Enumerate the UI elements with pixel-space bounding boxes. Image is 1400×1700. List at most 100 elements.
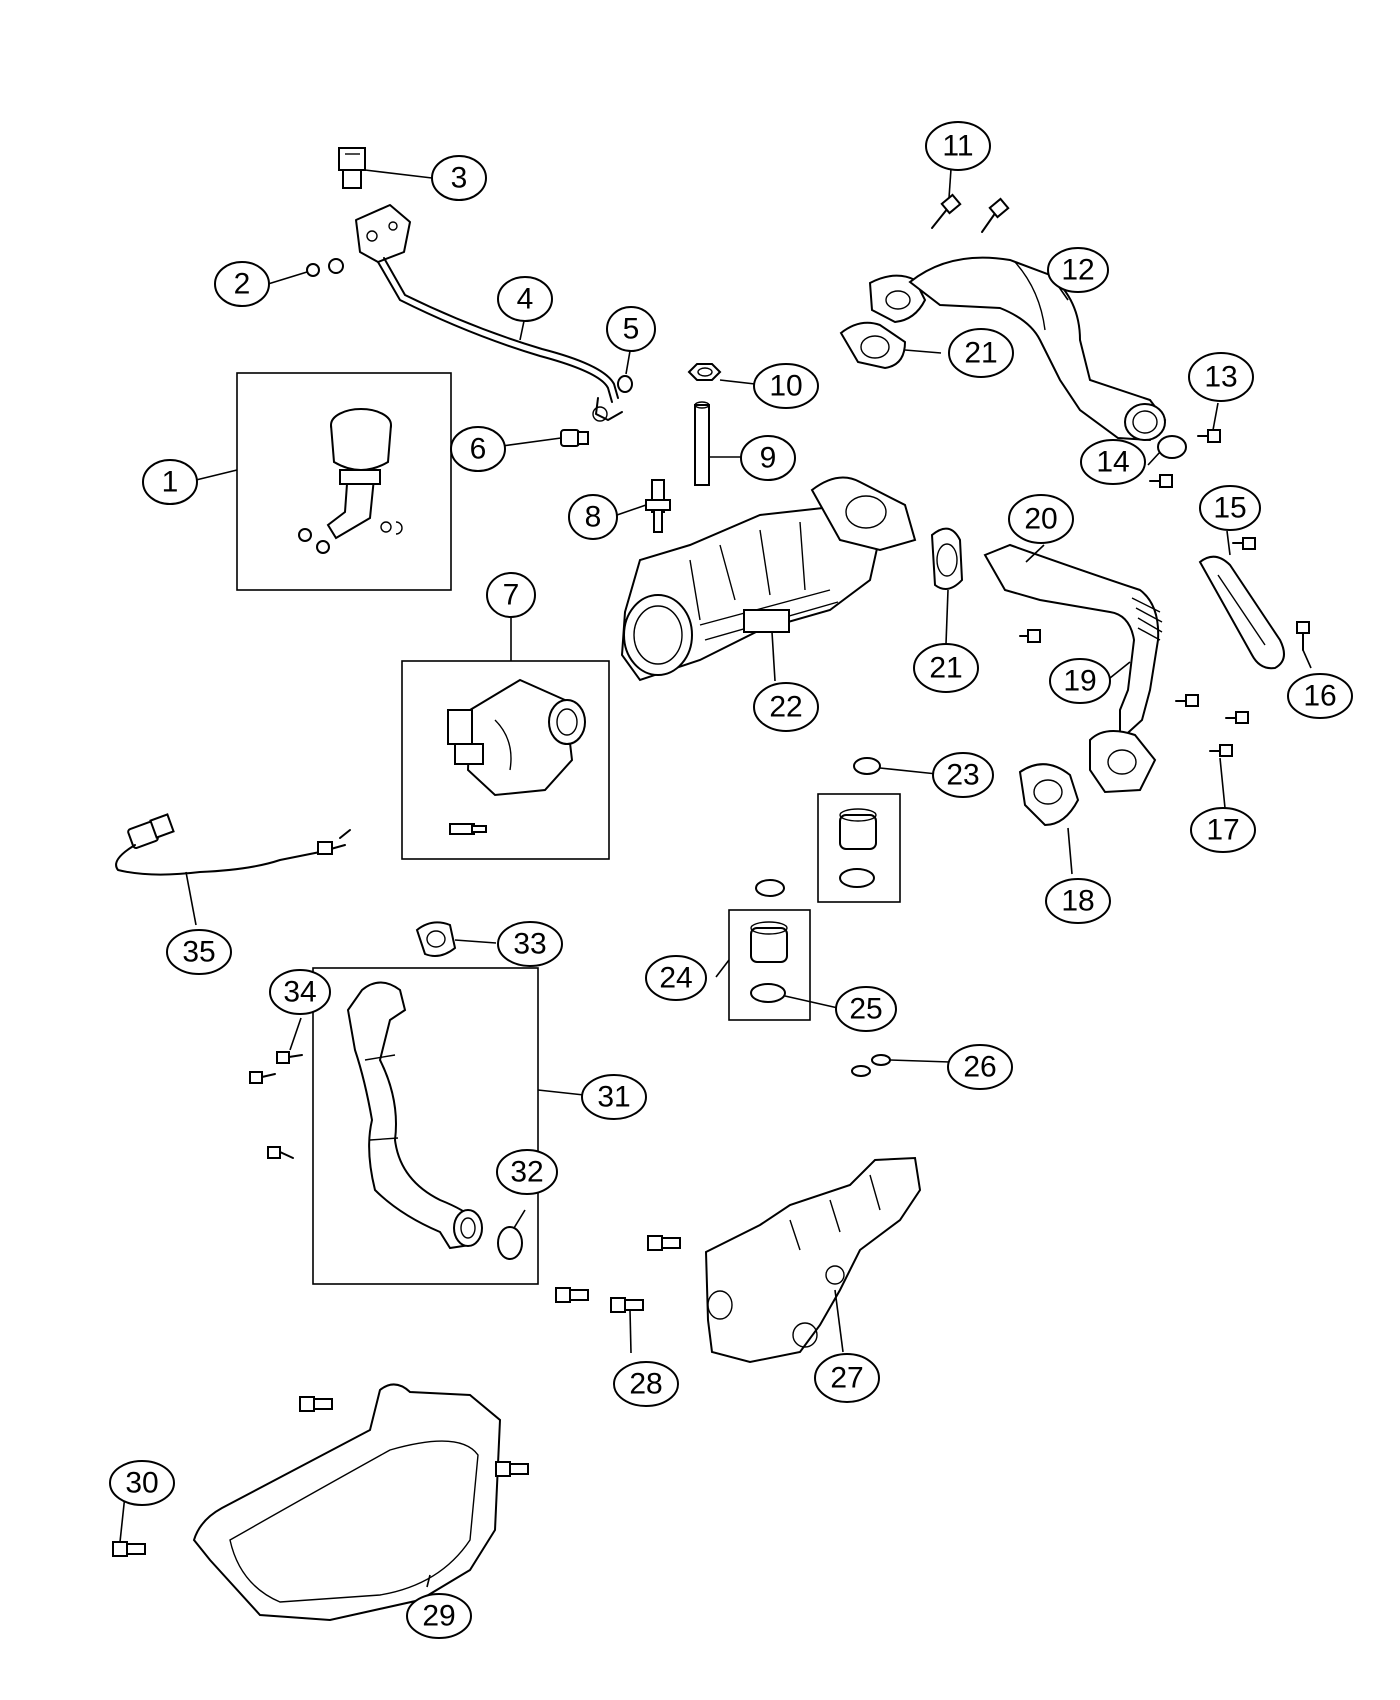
svg-text:18: 18: [1061, 885, 1094, 918]
callout-18: 18: [1045, 878, 1111, 924]
seal-kit-box-upper: [817, 793, 901, 903]
svg-text:12: 12: [1061, 254, 1094, 287]
callout-21b: 21: [913, 643, 979, 693]
svg-text:24: 24: [659, 962, 692, 995]
callout-1: 1: [142, 459, 198, 505]
callout-24: 24: [645, 955, 707, 1001]
kit-box-1: [236, 372, 452, 591]
bolt-part-34: [249, 1051, 303, 1159]
egr-tube-part-31: [346, 981, 523, 1260]
callout-28: 28: [613, 1361, 679, 1407]
gasket-part-21a: [839, 321, 907, 370]
svg-text:7: 7: [503, 579, 520, 612]
callout-25: 25: [835, 986, 897, 1032]
gasket-part-18: [1018, 763, 1080, 827]
egr-tube-part-19: [983, 543, 1163, 794]
leader-line-23: [879, 767, 938, 775]
svg-text:23: 23: [946, 759, 979, 792]
callout-6: 6: [450, 426, 506, 472]
callout-22: 22: [753, 682, 819, 732]
callout-21a: 21: [948, 328, 1014, 378]
svg-text:30: 30: [125, 1467, 158, 1500]
callout-5: 5: [606, 306, 656, 352]
callout-11: 11: [925, 121, 991, 171]
o-ring-part-5: [617, 375, 633, 393]
seal-part-upper: [839, 808, 877, 888]
seal-kit-box-24: [728, 909, 811, 1021]
svg-text:28: 28: [629, 1368, 662, 1401]
svg-text:19: 19: [1063, 665, 1096, 698]
svg-text:33: 33: [513, 928, 546, 961]
svg-text:27: 27: [830, 1362, 863, 1395]
callout-27: 27: [814, 1353, 880, 1403]
temperature-sensor-part: [115, 813, 351, 876]
o-ring-part-26: [851, 1054, 891, 1077]
leader-line-26: [889, 1059, 951, 1063]
bolt-part-16: [1296, 621, 1310, 651]
leader-line-13: [1212, 402, 1219, 431]
svg-text:16: 16: [1303, 680, 1336, 713]
bolt-part-17: [1175, 694, 1249, 757]
svg-text:4: 4: [517, 283, 534, 316]
seal-part-24: [750, 921, 788, 1003]
svg-text:22: 22: [769, 691, 802, 724]
svg-text:14: 14: [1096, 446, 1129, 479]
callout-33: 33: [497, 921, 563, 967]
stud-part-8: [645, 479, 671, 533]
svg-text:5: 5: [623, 313, 640, 346]
svg-text:10: 10: [769, 370, 802, 403]
leader-line-15: [1226, 530, 1231, 556]
svg-text:8: 8: [585, 501, 602, 534]
sensor-tube-part: [355, 204, 623, 422]
leader-line-28: [629, 1309, 632, 1354]
leader-line-8: [616, 504, 647, 516]
gasket-part-21b: [930, 527, 964, 590]
svg-text:15: 15: [1213, 492, 1246, 525]
leader-line-18: [1067, 827, 1073, 875]
svg-text:21: 21: [929, 652, 962, 685]
callout-34: 34: [269, 969, 331, 1015]
callout-12: 12: [1047, 247, 1109, 293]
callout-9: 9: [740, 435, 796, 481]
leader-line-21a: [904, 349, 942, 354]
svg-text:9: 9: [760, 442, 777, 475]
bracket-part-15: [1198, 537, 1285, 670]
kit-box-7: [401, 660, 610, 860]
egr-cooler-part: [620, 476, 917, 682]
egr-valve-part: [447, 678, 586, 835]
vacuum-actuator-part: [298, 408, 403, 554]
o-ring-part-23: [853, 757, 881, 775]
callout-3: 3: [431, 155, 487, 201]
callout-29: 29: [406, 1593, 472, 1639]
callout-19: 19: [1049, 658, 1111, 704]
svg-text:31: 31: [597, 1081, 630, 1114]
leader-line-31: [537, 1089, 585, 1096]
nut-part-2: [306, 258, 344, 277]
leader-line-16: [1302, 649, 1312, 669]
leader-line-3: [364, 169, 433, 179]
callout-26: 26: [947, 1044, 1013, 1090]
svg-text:1: 1: [162, 466, 179, 499]
pressure-sensor-part: [338, 147, 366, 189]
svg-text:6: 6: [470, 433, 487, 466]
callout-7: 7: [486, 572, 536, 618]
o-ring-part-mid: [755, 879, 785, 897]
callout-14: 14: [1080, 439, 1146, 485]
egr-tube-upper-part: [868, 256, 1167, 442]
svg-text:11: 11: [942, 130, 973, 163]
leader-line-35: [185, 871, 197, 926]
leader-line-6: [501, 437, 562, 447]
leader-line-29: [426, 1574, 431, 1588]
pin-part-9: [694, 401, 710, 486]
svg-text:29: 29: [422, 1600, 455, 1633]
svg-text:13: 13: [1204, 361, 1237, 394]
o-ring-part-14: [1149, 435, 1187, 488]
callout-2: 2: [214, 261, 270, 307]
callout-30: 30: [109, 1460, 175, 1506]
leader-line-5: [625, 350, 631, 375]
callout-35: 35: [166, 929, 232, 975]
leader-line-22: [771, 631, 776, 682]
svg-text:2: 2: [234, 268, 251, 301]
bolt-part-30: [112, 1541, 146, 1557]
